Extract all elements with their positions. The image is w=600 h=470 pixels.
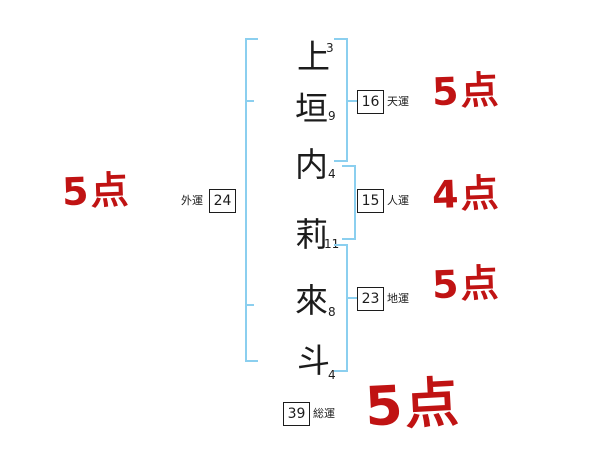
heaven-bracket-top-tick — [334, 38, 348, 40]
person-bracket-bottom-tick — [342, 238, 356, 240]
heaven-bracket-line — [346, 38, 348, 162]
earth-bracket-bottom-tick — [334, 370, 348, 372]
stroke-count-4: 11 — [324, 237, 340, 251]
outer-label: 外運 — [181, 194, 203, 207]
name-character-1: 上 — [297, 37, 330, 76]
person-label: 人運 — [387, 194, 409, 207]
stroke-count-1: 3 — [326, 41, 334, 55]
earth-score: 5点 — [431, 260, 502, 308]
stroke-count-3: 4 — [328, 167, 336, 181]
outer-bracket-line — [245, 38, 247, 362]
person-value-box: 15 — [357, 189, 384, 213]
earth-bracket-top-tick — [334, 244, 348, 246]
stroke-count-2: 9 — [328, 109, 336, 123]
total-score: 5点 — [363, 370, 463, 439]
name-character-6: 斗 — [297, 341, 330, 380]
outer-bracket-mid-tick-1 — [245, 100, 254, 102]
heaven-value-box: 16 — [357, 90, 384, 114]
heaven-bracket-connector — [348, 100, 357, 102]
earth-value-box: 23 — [357, 287, 384, 311]
name-character-5: 來 — [295, 281, 328, 320]
earth-bracket-line — [346, 244, 348, 372]
total-label: 総運 — [313, 407, 335, 420]
person-bracket-top-tick — [342, 165, 356, 167]
name-character-3: 内 — [295, 145, 328, 184]
outer-value-box: 24 — [209, 189, 236, 213]
outer-bracket-mid-tick-2 — [245, 304, 254, 306]
stroke-count-6: 4 — [328, 368, 336, 382]
person-bracket-line — [354, 165, 356, 240]
heaven-bracket-bottom-tick — [334, 160, 348, 162]
earth-label: 地運 — [387, 292, 409, 305]
outer-bracket-top-tick — [245, 38, 258, 40]
total-value-box: 39 — [283, 402, 310, 426]
person-score: 4点 — [431, 170, 502, 218]
heaven-label: 天運 — [387, 95, 409, 108]
stroke-count-5: 8 — [328, 305, 336, 319]
name-character-2: 垣 — [295, 89, 328, 128]
outer-bracket-bottom-tick — [245, 360, 258, 362]
heaven-score: 5点 — [431, 67, 502, 115]
outer-score: 5点 — [61, 167, 132, 215]
earth-bracket-connector — [348, 297, 357, 299]
name-character-4: 莉 — [295, 215, 328, 254]
